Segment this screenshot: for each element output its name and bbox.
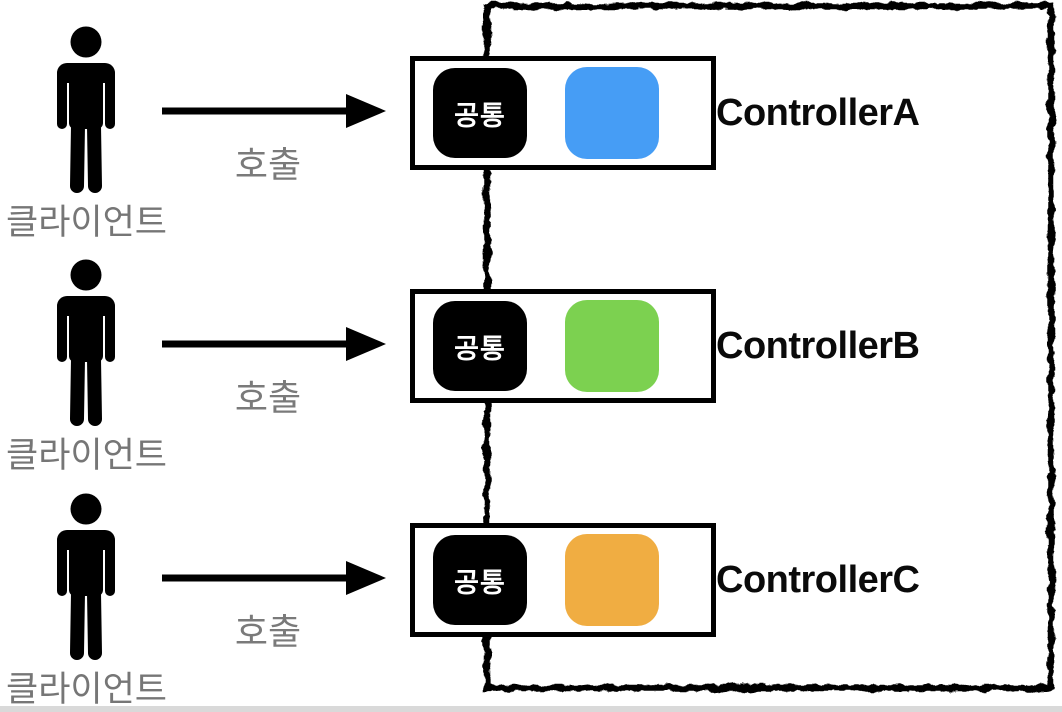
common-badge: 공통: [433, 68, 527, 158]
controller-box: 공통: [410, 56, 716, 170]
accent-swatch: [565, 534, 659, 626]
controller-box: 공통: [410, 523, 716, 637]
call-arrow-icon: [162, 561, 386, 595]
controller-label: ControllerC: [716, 559, 920, 601]
call-label: 호출: [234, 611, 302, 652]
common-badge: 공통: [433, 535, 527, 625]
accent-swatch: [565, 67, 659, 159]
call-label: 호출: [234, 144, 302, 185]
call-arrow-icon: [162, 94, 386, 128]
accent-swatch: [565, 300, 659, 392]
client-label: 클라이언트: [6, 203, 168, 242]
row-controller-a: 클라이언트 호출 공통 ControllerA: [0, 26, 1062, 266]
common-badge-label: 공통: [454, 567, 506, 598]
row-controller-c: 클라이언트 호출 공통 ControllerC: [0, 493, 1062, 712]
call-arrow-icon: [162, 327, 386, 361]
client-label: 클라이언트: [6, 436, 168, 475]
common-badge-label: 공통: [454, 333, 506, 364]
client-person-icon: [57, 26, 115, 193]
page-bottom-divider: [0, 706, 1062, 712]
client-person-icon: [57, 259, 115, 426]
call-label: 호출: [234, 377, 302, 418]
row-controller-b: 클라이언트 호출 공통 ControllerB: [0, 259, 1062, 499]
controller-label: ControllerA: [716, 92, 920, 134]
common-badge-label: 공통: [454, 100, 506, 131]
controller-label: ControllerB: [716, 325, 920, 367]
client-person-icon: [57, 493, 115, 660]
common-badge: 공통: [433, 301, 527, 391]
client-label: 클라이언트: [6, 670, 168, 709]
controller-box: 공통: [410, 289, 716, 403]
